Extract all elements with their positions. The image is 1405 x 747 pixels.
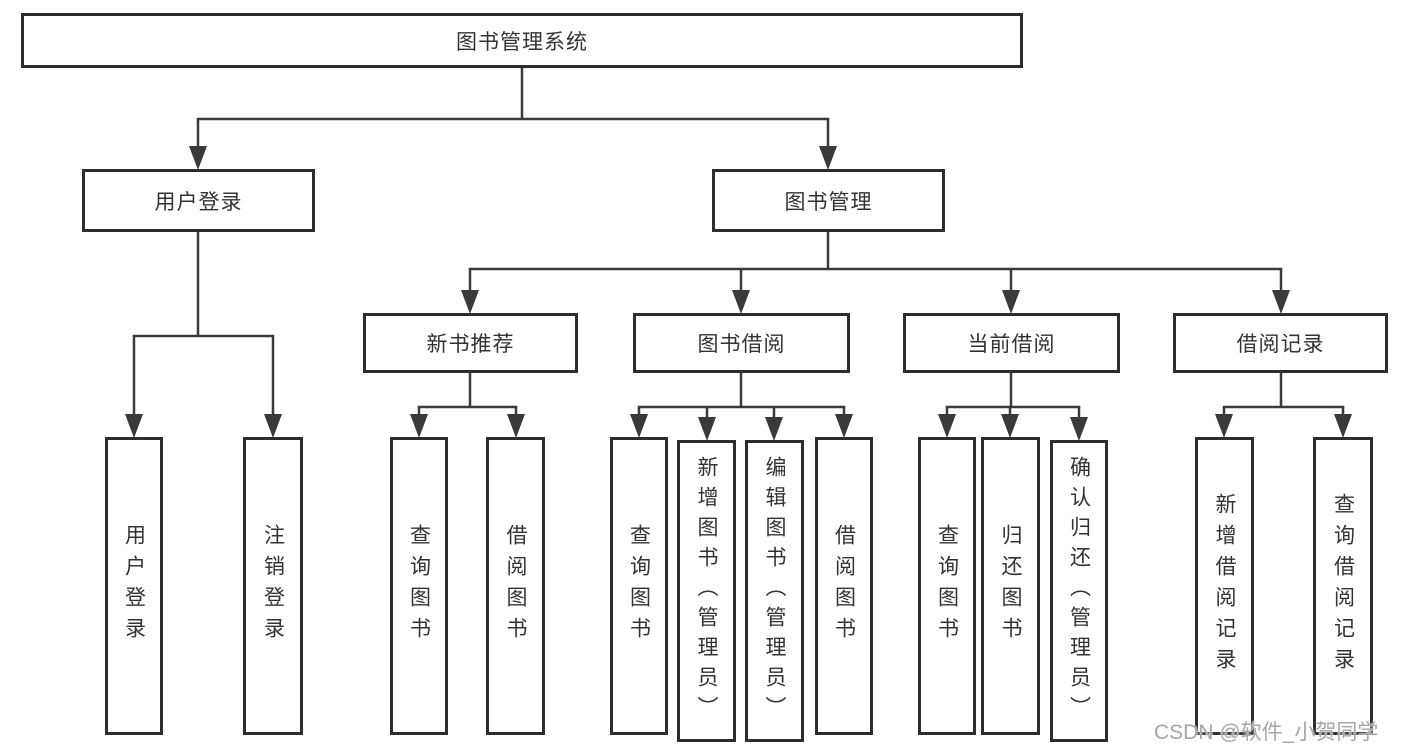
leaf-query-books-recommend: 查询图书 xyxy=(390,437,448,735)
node-user-login: 用户登录 xyxy=(82,169,315,232)
node-label: 查询借阅记录 xyxy=(1331,493,1355,679)
node-label: 新增图书（管理员） xyxy=(695,456,718,726)
leaf-edit-books-admin: 编辑图书（管理员） xyxy=(745,440,804,742)
node-label: 查询图书 xyxy=(407,524,431,648)
node-label: 归还图书 xyxy=(999,524,1022,648)
node-label: 图书管理系统 xyxy=(456,30,588,54)
node-label: 新书推荐 xyxy=(426,333,515,356)
node-label: 查询图书 xyxy=(627,524,651,648)
leaf-logout-login: 注销登录 xyxy=(243,437,303,735)
leaf-borrow-books: 借阅图书 xyxy=(815,437,873,735)
csdn-watermark: CSDN @软件_小贺同学 xyxy=(1154,721,1379,744)
node-book-management: 图书管理 xyxy=(712,169,945,232)
node-current-borrowing: 当前借阅 xyxy=(903,313,1120,373)
leaf-user-login: 用户登录 xyxy=(105,437,163,735)
node-library-management-system: 图书管理系统 xyxy=(21,13,1023,68)
node-label: 确认归还（管理员） xyxy=(1067,456,1091,726)
leaf-query-books-borrow: 查询图书 xyxy=(610,437,668,735)
leaf-add-borrow-record: 新增借阅记录 xyxy=(1195,437,1254,735)
node-label: 新增借阅记录 xyxy=(1213,493,1236,679)
node-label: 用户登录 xyxy=(154,190,243,214)
node-label: 当前借阅 xyxy=(967,333,1056,356)
node-new-book-recommend: 新书推荐 xyxy=(363,313,578,373)
node-label: 查询图书 xyxy=(935,524,959,648)
node-borrowing-records: 借阅记录 xyxy=(1173,313,1388,373)
node-label: 图书借阅 xyxy=(697,333,786,356)
leaf-query-borrow-record: 查询借阅记录 xyxy=(1313,437,1373,735)
leaf-query-books-current: 查询图书 xyxy=(918,437,976,735)
node-label: 用户登录 xyxy=(122,524,146,648)
leaf-confirm-return-admin: 确认归还（管理员） xyxy=(1050,440,1108,742)
node-label: 编辑图书（管理员） xyxy=(763,456,786,726)
node-label: 借阅图书 xyxy=(832,524,856,648)
leaf-add-books-admin: 新增图书（管理员） xyxy=(677,440,736,742)
node-label: 借阅图书 xyxy=(504,524,527,648)
leaf-borrow-books-recommend: 借阅图书 xyxy=(486,437,545,735)
node-label: 注销登录 xyxy=(261,524,285,648)
node-book-borrowing: 图书借阅 xyxy=(633,313,850,373)
node-label: 图书管理 xyxy=(784,190,873,214)
node-label: 借阅记录 xyxy=(1236,333,1325,356)
leaf-return-books: 归还图书 xyxy=(981,437,1040,735)
